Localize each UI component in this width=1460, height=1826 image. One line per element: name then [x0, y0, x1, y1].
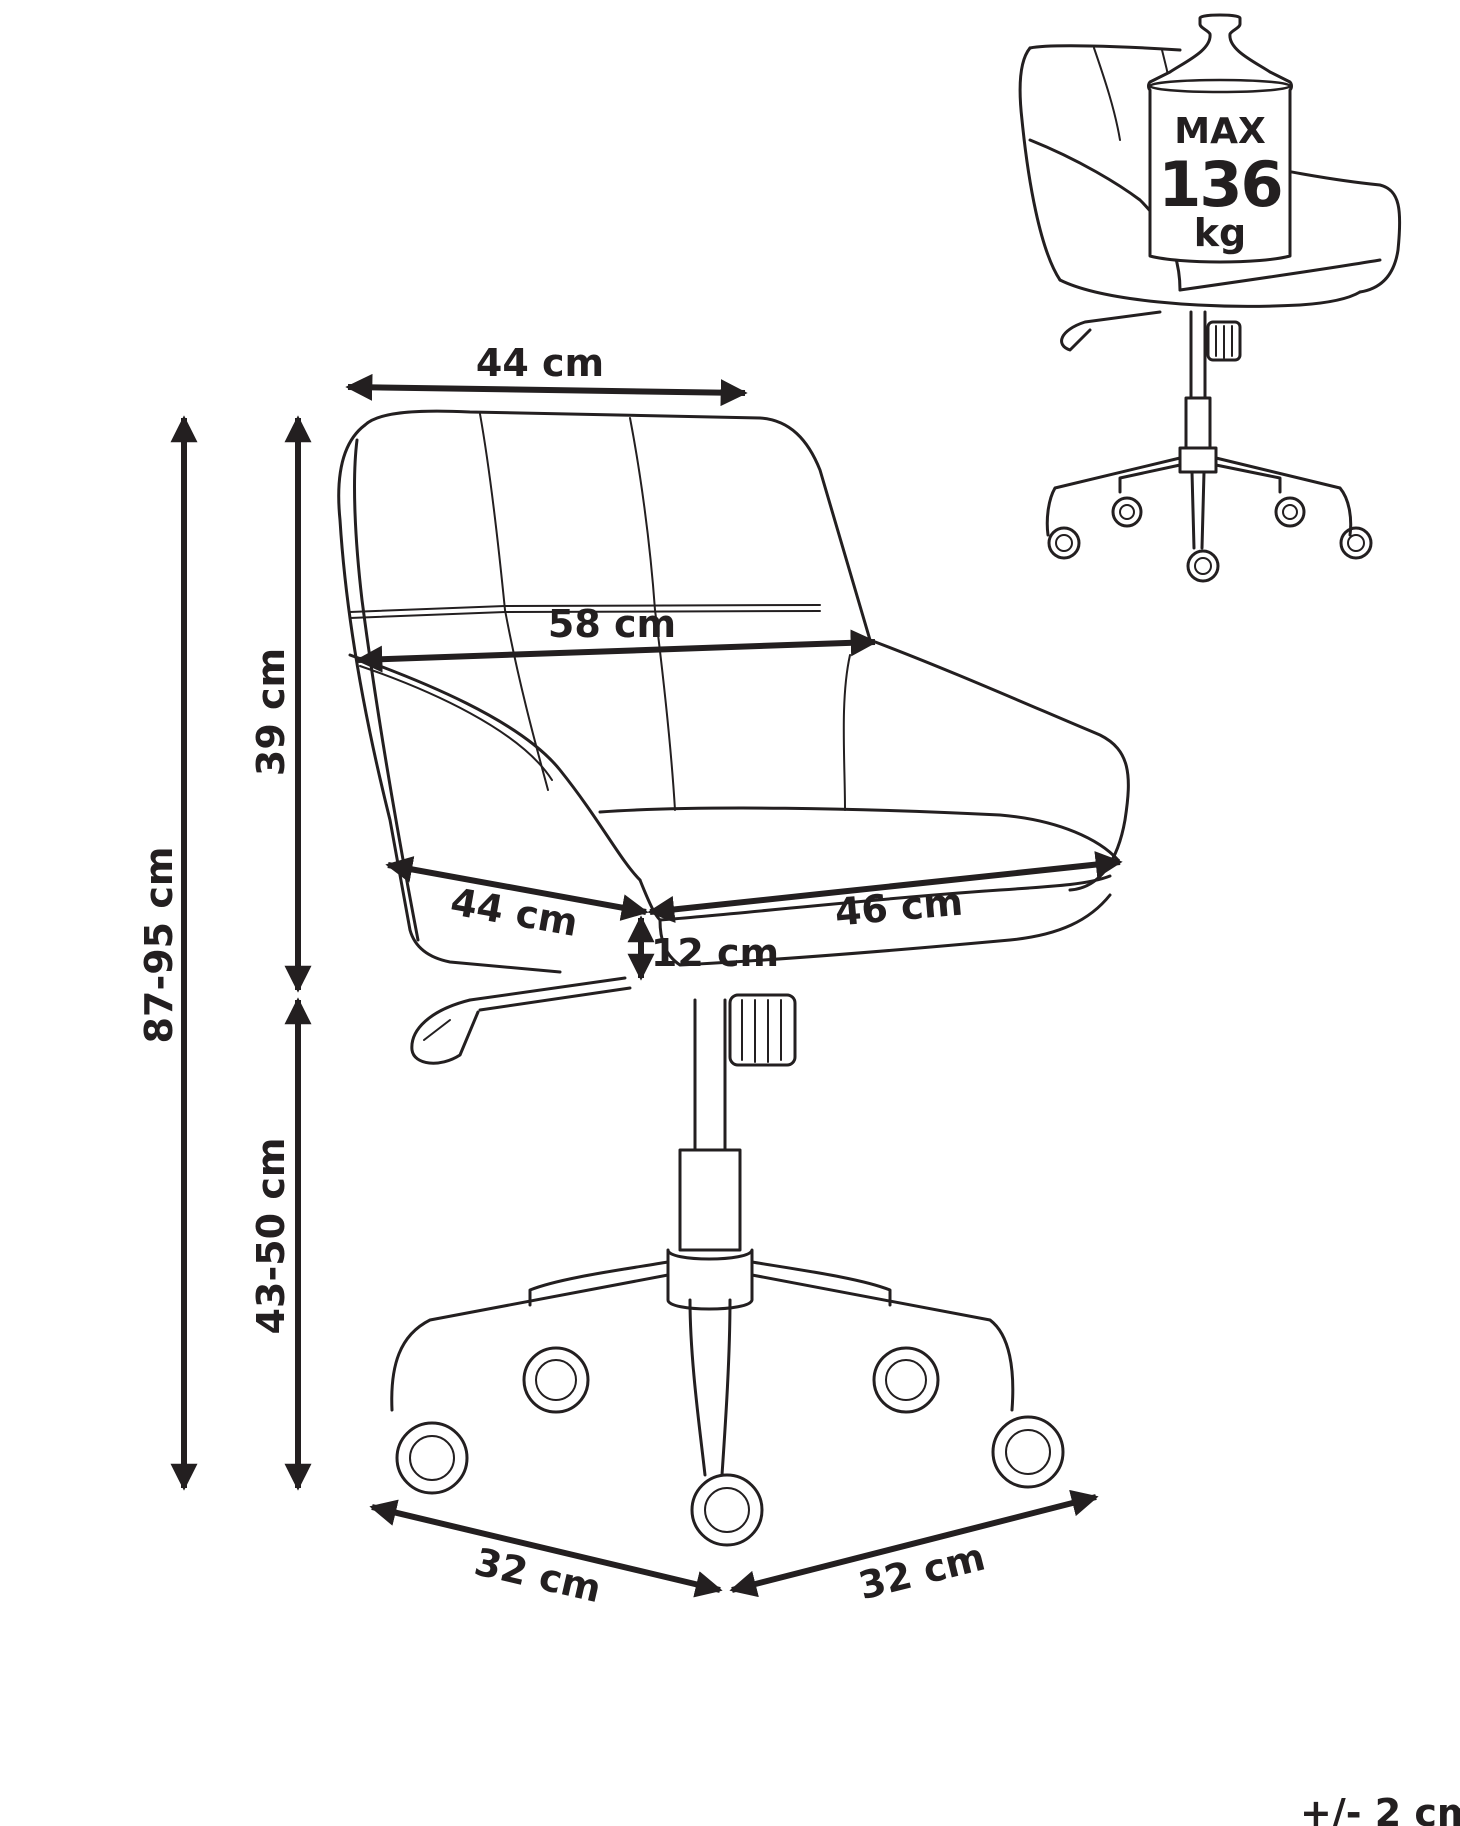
total-height-label: 87-95 cm: [137, 847, 181, 1044]
max-weight-unit: kg: [1194, 211, 1246, 255]
seat-thickness-label: 12 cm: [651, 931, 779, 975]
weight-icon: MAX 136 kg: [1147, 13, 1293, 264]
tolerance-note: +/- 2 cm: [1300, 1791, 1460, 1826]
seat-height-label: 43-50 cm: [249, 1138, 293, 1335]
main-chair-illustration: [337, 409, 1130, 1547]
base-right-label: 32 cm: [854, 1535, 989, 1609]
caster-wheel-front-left: [395, 1421, 469, 1495]
caster-wheel-back-left: [522, 1346, 590, 1414]
back-height-label: 39 cm: [249, 648, 293, 776]
dimension-lines: [170, 373, 1123, 1598]
seat-width-label: 44 cm: [447, 879, 581, 945]
max-weight-value: 136: [1158, 148, 1281, 221]
caster-wheel-front-right: [991, 1415, 1065, 1489]
inner-width-label: 58 cm: [548, 602, 676, 646]
max-label: MAX: [1174, 111, 1266, 152]
caster-wheel-back-right: [872, 1346, 940, 1414]
base-left-label: 32 cm: [471, 1539, 606, 1611]
caster-wheel-front: [690, 1473, 764, 1547]
top-width-label: 44 cm: [476, 341, 604, 385]
